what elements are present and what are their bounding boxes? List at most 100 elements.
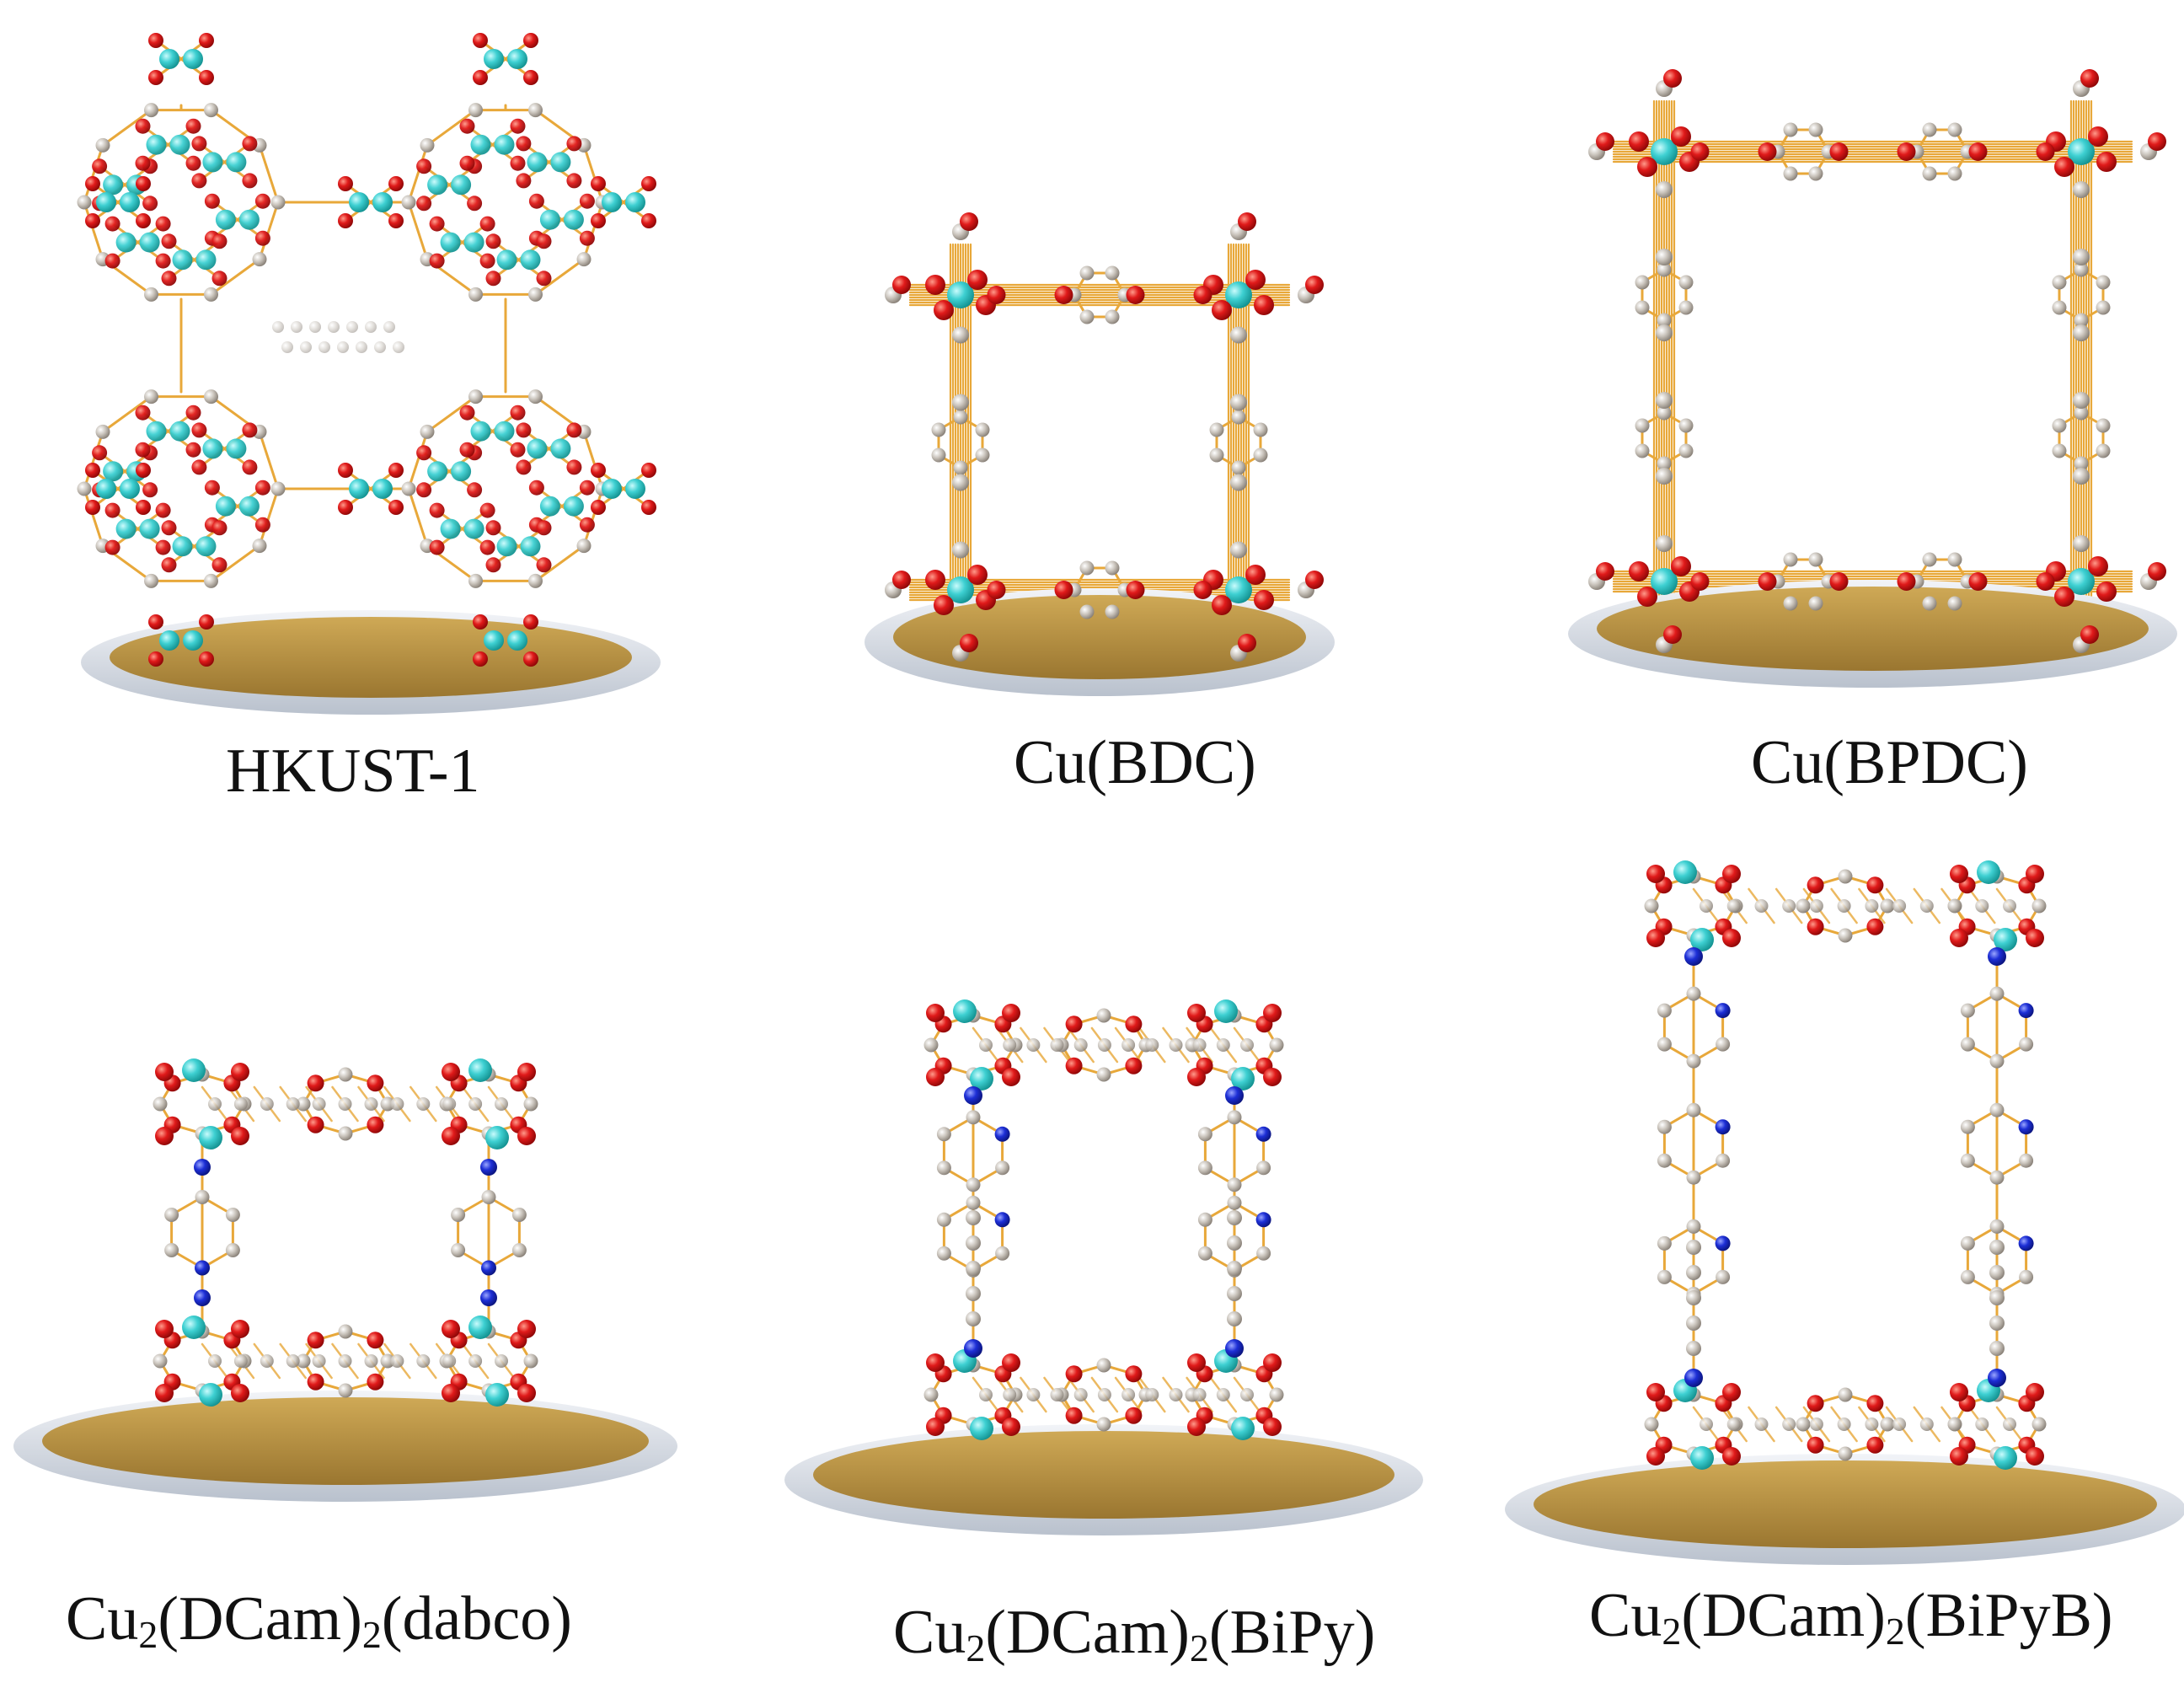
oxygen-atom	[1238, 634, 1256, 652]
oxygen-atom	[1722, 1383, 1741, 1401]
oxygen-atom	[104, 216, 120, 232]
oxygen-atom	[926, 1004, 945, 1022]
carbon-atom	[225, 1208, 240, 1222]
oxygen-atom	[566, 422, 582, 438]
nitrogen-atom	[481, 1260, 496, 1276]
carbon-atom	[1231, 460, 1246, 475]
oxygen-atom	[388, 500, 404, 515]
oxygen-atom	[307, 1332, 324, 1349]
copper-atom	[139, 518, 160, 539]
carbon-atom	[1960, 1003, 1975, 1018]
bond	[101, 109, 153, 147]
carbon-atom	[420, 424, 435, 439]
carbon-atom	[1782, 899, 1796, 913]
carbon-atom	[495, 1097, 508, 1111]
carbon-atom	[365, 321, 377, 333]
carbon-atom	[252, 252, 267, 267]
carbon-atom	[528, 389, 543, 405]
carbon-atom	[451, 1208, 466, 1222]
carbon-atom	[1989, 1219, 2005, 1234]
oxygen-atom	[142, 482, 158, 498]
oxygen-atom	[85, 463, 100, 478]
carbon-atom	[1644, 1417, 1659, 1432]
nitrogen-atom	[1715, 1003, 1731, 1019]
carbon-atom	[1097, 1038, 1111, 1052]
oxygen-atom	[926, 1417, 945, 1436]
copper-atom	[484, 49, 504, 69]
oxygen-atom	[1950, 1447, 1968, 1466]
carbon-atom	[2052, 443, 2067, 458]
copper-atom	[625, 192, 645, 212]
oxygen-atom	[987, 581, 1006, 599]
carbon-atom	[77, 481, 92, 496]
gold-substrate	[42, 1397, 649, 1485]
oxygen-atom	[148, 651, 163, 667]
oxygen-atom	[2088, 126, 2108, 147]
oxygen-atom	[367, 1116, 384, 1133]
oxygen-atom	[148, 614, 163, 630]
carbon-atom	[95, 424, 110, 439]
oxygen-atom	[960, 634, 978, 652]
carbon-atom	[2019, 1153, 2034, 1168]
oxygen-atom	[155, 253, 171, 269]
carbon-atom	[1686, 1341, 1701, 1356]
carbon-atom	[1686, 1265, 1701, 1280]
nitrogen-atom	[194, 1159, 211, 1176]
carbon-atom	[1026, 1388, 1041, 1401]
oxygen-atom	[566, 459, 582, 475]
oxygen-atom	[211, 557, 228, 573]
carbon-atom	[2031, 1417, 2047, 1432]
oxygen-atom	[2096, 152, 2117, 172]
carbon-atom	[1989, 1316, 2005, 1331]
oxygen-atom	[1829, 572, 1849, 591]
bond	[582, 487, 604, 548]
copper-atom	[199, 1126, 222, 1149]
oxygen-atom	[2148, 562, 2166, 581]
carbon-atom	[936, 1246, 951, 1261]
carbon-atom	[1169, 1038, 1183, 1052]
oxygen-atom	[338, 500, 353, 515]
oxygen-atom	[135, 155, 151, 171]
oxygen-atom	[1002, 1417, 1020, 1436]
oxygen-atom	[591, 213, 606, 228]
oxygen-atom	[199, 70, 214, 85]
oxygen-atom	[1054, 581, 1073, 599]
carbon-atom	[2073, 535, 2090, 552]
carbon-atom	[1754, 1417, 1769, 1431]
copper-atom	[970, 1067, 993, 1091]
carbon-atom	[1838, 869, 1853, 884]
oxygen-atom	[148, 70, 163, 85]
carbon-atom	[328, 321, 340, 333]
carbon-atom	[1783, 166, 1798, 181]
oxygen-atom	[1125, 1365, 1143, 1383]
oxygen-atom	[155, 1063, 174, 1081]
bond	[83, 201, 104, 261]
nitrogen-atom	[2018, 1235, 2034, 1251]
oxygen-atom	[1263, 1417, 1282, 1436]
carbon-atom	[1227, 1235, 1242, 1251]
carbon-atom	[1837, 899, 1851, 913]
copper-atom	[451, 174, 472, 196]
oxygen-atom	[479, 502, 495, 518]
carbon-atom	[1657, 1235, 1672, 1251]
oxygen-atom	[1646, 1447, 1665, 1466]
oxygen-atom	[231, 1320, 249, 1338]
carbon-atom	[1686, 1316, 1701, 1331]
oxygen-atom	[528, 480, 544, 496]
bond	[210, 544, 261, 582]
carbon-atom	[1686, 1170, 1701, 1185]
carbon-atom	[346, 321, 358, 333]
bond	[258, 430, 280, 490]
oxygen-atom	[485, 520, 501, 536]
nitrogen-atom	[1684, 947, 1703, 966]
carbon-atom	[966, 1177, 981, 1192]
carbon-atom	[204, 573, 218, 588]
oxygen-atom	[892, 276, 911, 294]
copper-atom	[440, 518, 461, 539]
carbon-atom	[1230, 541, 1247, 559]
oxygen-atom	[459, 118, 475, 134]
carbon-atom	[374, 341, 386, 353]
carbon-atom	[2031, 898, 2047, 914]
carbon-atom	[300, 341, 312, 353]
oxygen-atom	[254, 230, 270, 246]
